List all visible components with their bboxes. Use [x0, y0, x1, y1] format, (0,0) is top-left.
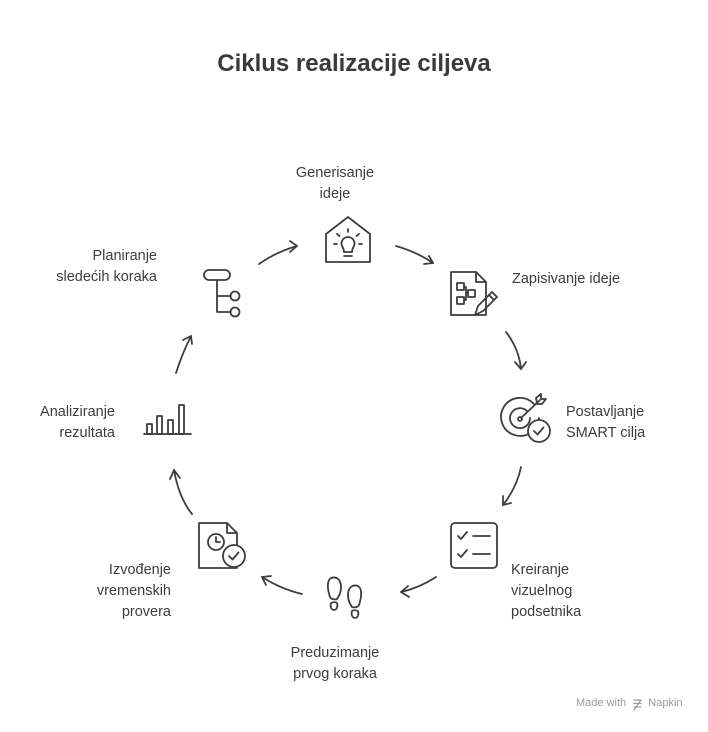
step-label-planiranje: Planiranje sledećih koraka: [20, 246, 157, 288]
arrow-1: [395, 245, 434, 265]
flow-steps-icon: [203, 269, 241, 318]
document-edit-icon: [450, 271, 498, 316]
arrow-6: [169, 469, 193, 515]
brand-name: Napkin: [648, 697, 683, 709]
made-with-text: Made with: [576, 697, 627, 709]
label-line: vremenskih: [96, 583, 171, 599]
label-line: Generisanje: [295, 165, 375, 181]
step-label-analiziranje: Analiziranje rezultata: [10, 402, 115, 444]
label-line: SMART cilja: [566, 425, 646, 441]
made-with-footer: Made with Napkin: [576, 697, 683, 709]
label-line: sledećih koraka: [56, 269, 157, 285]
label-line: ideje: [319, 186, 351, 202]
step-label-generisanje: Generisanje ideje: [280, 163, 390, 205]
label-line: Postavljanje: [566, 404, 645, 420]
label-line: rezultata: [59, 425, 115, 441]
step-label-postavljanje: Postavljanje SMART cilja: [566, 402, 645, 444]
step-label-preduzimanje: Preduzimanje prvog koraka: [280, 643, 390, 685]
arrow-2: [505, 331, 527, 370]
diagram-title: Ciklus realizacije ciljeva: [217, 50, 491, 77]
label-line: provera: [121, 604, 171, 620]
label-line: Preduzimanje: [290, 645, 380, 661]
lightbulb-house-icon: [325, 216, 371, 263]
step-label-izvodjenje: Izvođenje vremenskih provera: [60, 560, 171, 623]
arrow-5: [261, 575, 303, 595]
label-line: Analiziranje: [40, 404, 115, 420]
arrow-4: [400, 576, 437, 598]
target-check-icon: [500, 393, 551, 443]
label-line: Zapisivanje ideje: [512, 271, 621, 287]
step-label-zapisivanje: Zapisivanje ideje: [512, 269, 620, 290]
bar-chart-icon: [143, 404, 192, 435]
label-line: Planiranje: [92, 248, 158, 264]
footprints-icon: [326, 576, 363, 619]
arrow-3: [502, 466, 522, 506]
arrow-8: [258, 240, 298, 265]
napkin-logo-icon: [633, 699, 642, 711]
checklist-icon: [450, 522, 498, 569]
label-line: podsetnika: [511, 604, 582, 620]
arrow-7: [175, 335, 193, 374]
clock-document-icon: [198, 522, 246, 569]
label-line: prvog koraka: [293, 666, 377, 682]
label-line: vizuelnog: [511, 583, 573, 599]
label-line: Kreiranje: [511, 562, 570, 578]
step-label-kreiranje: Kreiranje vizuelnog podsetnika: [511, 560, 581, 623]
label-line: Izvođenje: [108, 562, 171, 578]
